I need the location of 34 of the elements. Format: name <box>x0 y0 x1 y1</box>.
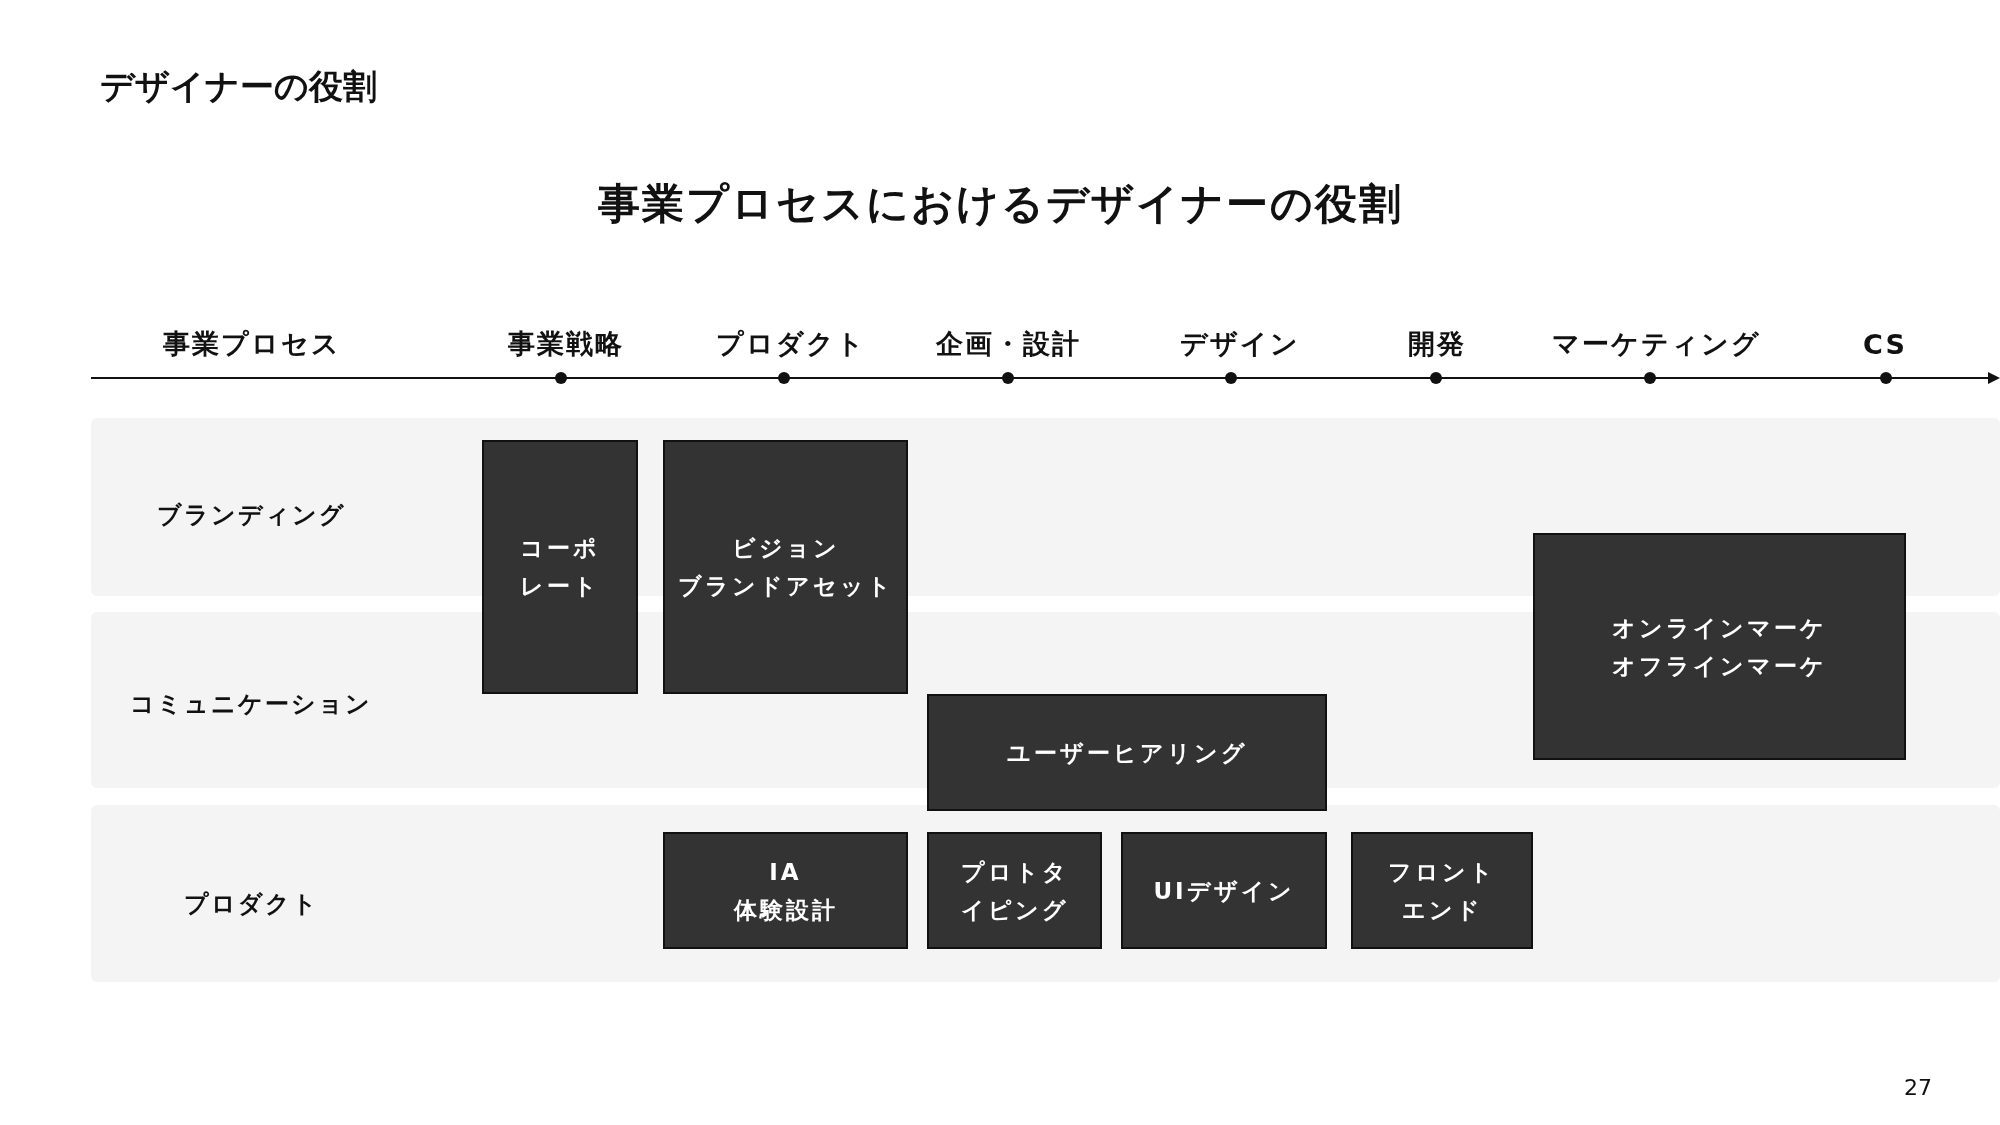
diagram-heading: 事業プロセスにおけるデザイナーの役割 <box>597 178 1403 230</box>
stage-label: CS <box>1863 328 1907 360</box>
page-title: デザイナーの役割 <box>100 65 377 108</box>
role-text: UIデザイン <box>1153 876 1295 906</box>
role-text: 体験設計 <box>733 895 838 925</box>
role-box <box>482 440 638 694</box>
stage-label: 事業戦略 <box>508 327 624 361</box>
role-box <box>663 832 908 949</box>
row-label: ブランディング <box>155 500 347 531</box>
role-box <box>927 832 1102 949</box>
role-text: ビジョン <box>731 534 840 563</box>
role-box <box>1351 832 1533 949</box>
stage-label: 開発 <box>1408 327 1466 361</box>
role-text: フロントエンド <box>1387 857 1497 925</box>
stage-label: デザイン <box>1180 327 1300 361</box>
role-text: ブランドアセット <box>677 572 894 601</box>
page-number: 27 <box>1904 1074 1932 1100</box>
role-text: オンラインマーケ <box>1612 613 1827 643</box>
role-text: ユーザーヒアリング <box>1006 738 1248 768</box>
stage-label: マーケティング <box>1551 327 1761 361</box>
role-box <box>663 440 908 694</box>
role-text: コーポレート <box>519 534 601 601</box>
role-text: オフラインマーケ <box>1612 651 1827 681</box>
stage-label: プロダクト <box>716 327 866 361</box>
row-label: コミュニケーション <box>129 689 373 720</box>
role-box <box>1121 832 1327 949</box>
role-box <box>1533 533 1906 760</box>
stage-label: 企画・設計 <box>935 327 1081 361</box>
row-band <box>91 805 2000 982</box>
timeline-heading: 事業プロセス <box>163 327 341 361</box>
role-text: プロトタイピング <box>959 857 1070 925</box>
role-text: IA <box>769 857 802 887</box>
row-label: プロダクト <box>182 889 320 920</box>
role-box <box>927 694 1327 811</box>
